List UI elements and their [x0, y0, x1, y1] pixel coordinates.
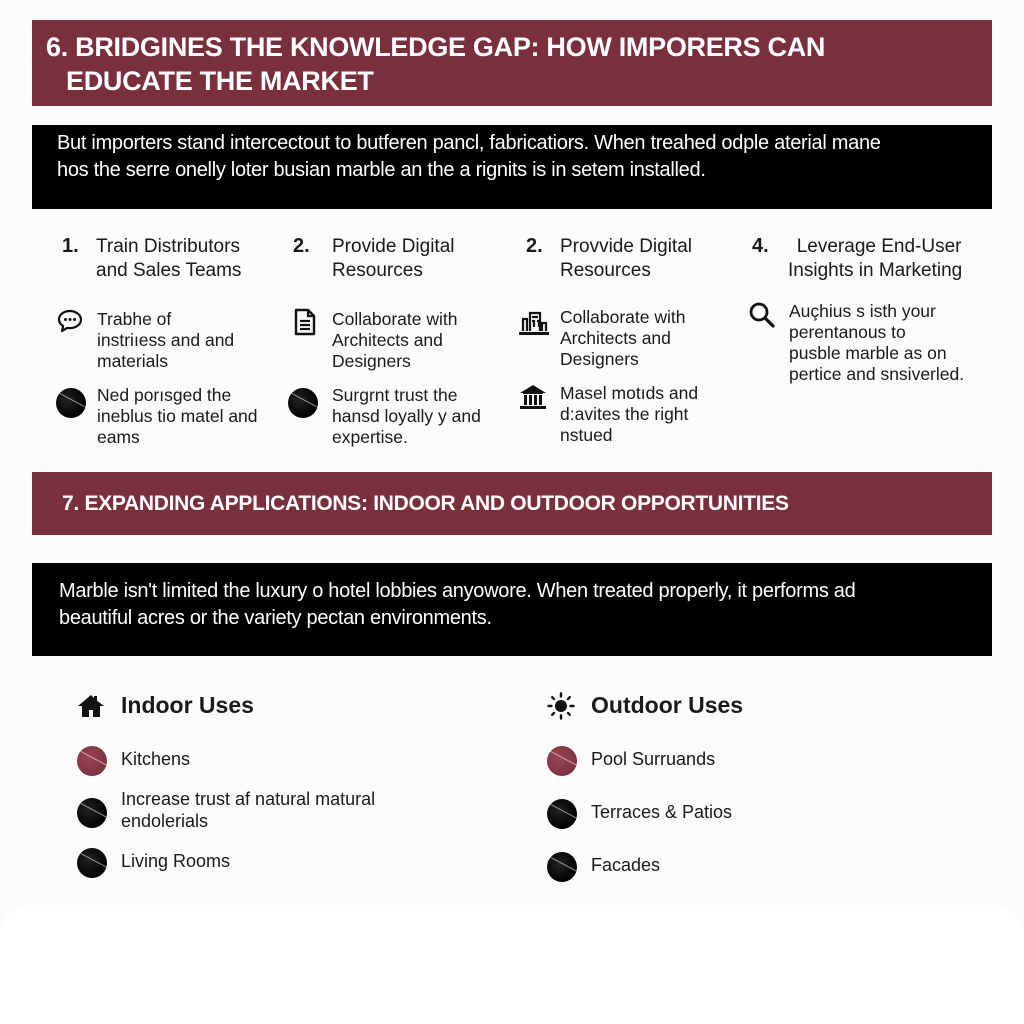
- step-2: 2. Provide Digital Resources Collaborate…: [288, 232, 520, 448]
- chat-bubble-icon: [56, 307, 86, 337]
- step-title: Train Distributors and Sales Teams: [96, 236, 242, 281]
- step-1-item-1: Trabhe of instriıess and and materials: [56, 309, 286, 372]
- indoor-use-item: Living Rooms: [77, 846, 477, 880]
- section-6-title-line2: EDUCATE THE MARKET: [66, 66, 374, 96]
- step-number: 2.: [526, 235, 543, 257]
- document-icon: [292, 307, 322, 337]
- outdoor-uses-header: Outdoor Uses: [547, 690, 947, 724]
- section-6-intro: But importers stand intercectout to butf…: [32, 125, 992, 209]
- marble-dot-icon: [56, 388, 86, 418]
- step-3-header: 2. Provvide Digital Resources: [518, 232, 748, 292]
- step-number: 1.: [62, 235, 79, 257]
- buildings-icon: [518, 309, 549, 339]
- marble-dot-icon: [77, 848, 107, 878]
- step-1: 1. Train Distributors and Sales Teams Tr…: [56, 232, 286, 448]
- sun-icon: [547, 692, 575, 720]
- outdoor-use-item: Facades: [547, 852, 947, 886]
- search-icon: [748, 301, 778, 331]
- step-3-item-2: Masel motıds and d:avites the right nstu…: [518, 383, 748, 446]
- step-4: 4. Leverage End-User Insights in Marketi…: [748, 232, 998, 385]
- marble-dot-icon: [288, 388, 318, 418]
- step-3: 2. Provvide Digital Resources Collaborat…: [518, 232, 748, 446]
- indoor-uses: Indoor Uses Kitchens Increase trust af n…: [77, 690, 477, 880]
- home-icon: [77, 692, 105, 720]
- section-7-intro-line2: beautiful acres or the variety pectan en…: [59, 607, 492, 629]
- step-4-item-1: Auçhius s isth your perentanous to pusbl…: [748, 301, 998, 385]
- marble-dot-red-icon: [547, 746, 577, 776]
- step-1-header: 1. Train Distributors and Sales Teams: [56, 232, 286, 292]
- section-6-title-line1: 6. BRIDGINES THE KNOWLEDGE GAP: HOW IMPO…: [46, 32, 826, 62]
- indoor-use-item: Kitchens: [77, 746, 477, 780]
- step-title: Leverage End-User Insights in Marketing: [788, 236, 963, 281]
- step-title: Provide Digital Resources: [332, 236, 455, 281]
- step-3-item-1: Collaborate with Architects and Designer…: [518, 307, 748, 370]
- marble-dot-icon: [547, 799, 577, 829]
- section-6-intro-line2: hos the serre onelly loter busian marble…: [57, 159, 706, 181]
- step-1-item-2: Ned porısged the ineblus tio matel and e…: [56, 385, 286, 448]
- marble-dot-icon: [547, 852, 577, 882]
- marble-dot-red-icon: [77, 746, 107, 776]
- outdoor-use-item: Pool Surruands: [547, 746, 947, 780]
- outdoor-use-item: Terraces & Patios: [547, 799, 947, 833]
- section-7-intro: Marble isn't limited the luxury o hotel …: [32, 563, 992, 656]
- marble-dot-icon: [77, 798, 107, 828]
- step-number: 2.: [293, 235, 310, 257]
- section-7-title: 7. EXPANDING APPLICATIONS: INDOOR AND OU…: [62, 492, 789, 515]
- bottom-fade: [0, 905, 1024, 1024]
- step-2-item-1: Collaborate with Architects and Designer…: [290, 307, 520, 372]
- section-7-intro-line1: Marble isn't limited the luxury o hotel …: [59, 580, 856, 602]
- outdoor-uses: Outdoor Uses Pool Surruands Terraces & P…: [547, 690, 947, 886]
- step-2-item-2: Surgrnt trust the hansd loyally y and ex…: [288, 385, 520, 448]
- bank-building-icon: [518, 383, 548, 413]
- indoor-use-item: Increase trust af natural matural endole…: [77, 788, 477, 838]
- section-6-intro-line1: But importers stand intercectout to butf…: [57, 132, 881, 154]
- indoor-uses-header: Indoor Uses: [77, 690, 477, 724]
- step-2-header: 2. Provide Digital Resources: [290, 232, 520, 292]
- section-7-banner: 7. EXPANDING APPLICATIONS: INDOOR AND OU…: [32, 472, 992, 535]
- step-title: Provvide Digital Resources: [560, 236, 692, 281]
- section-6-banner: 6. BRIDGINES THE KNOWLEDGE GAP: HOW IMPO…: [32, 20, 992, 106]
- steps-row: 1. Train Distributors and Sales Teams Tr…: [0, 232, 1024, 452]
- step-number: 4.: [752, 235, 769, 257]
- step-4-header: 4. Leverage End-User Insights in Marketi…: [748, 232, 998, 292]
